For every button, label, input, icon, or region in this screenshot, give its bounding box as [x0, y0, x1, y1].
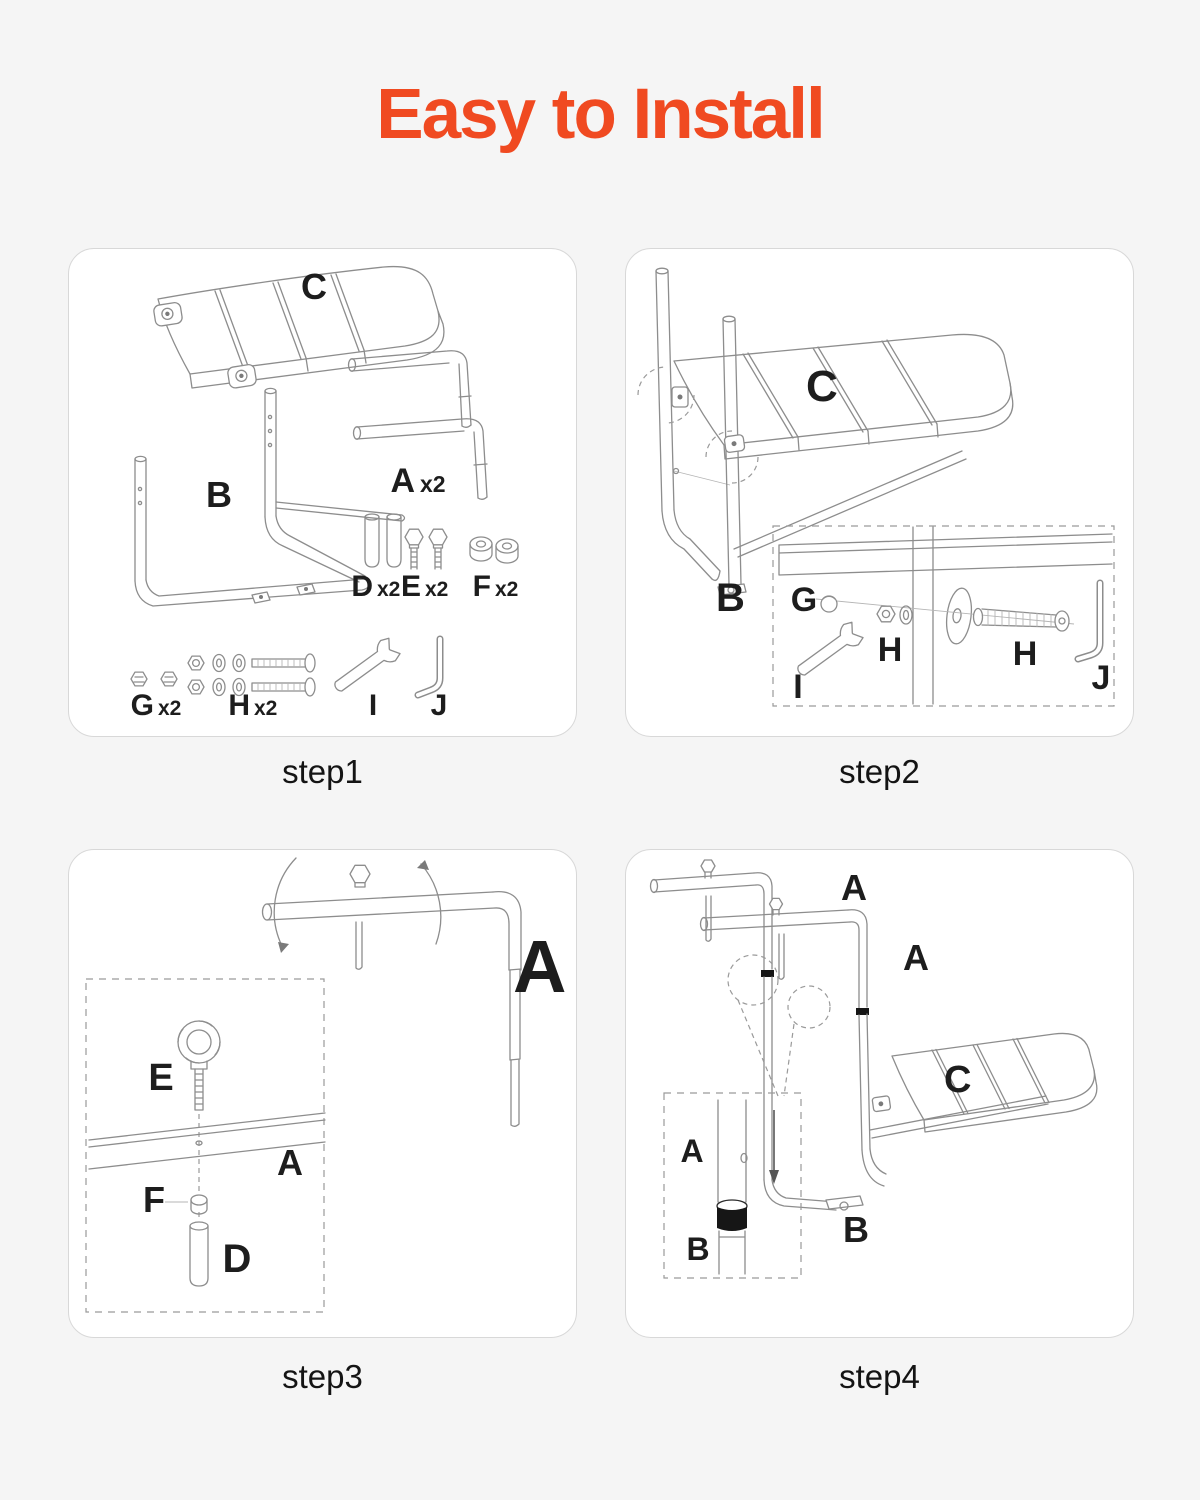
- part-label-d: D: [351, 570, 373, 603]
- connector-inset: A B: [663, 1092, 802, 1279]
- knob-e-drawing: [404, 528, 448, 570]
- step2-panel: C B G I H H J: [625, 248, 1134, 737]
- step1-caption: step1: [282, 753, 363, 790]
- page-title: Easy to Install: [376, 75, 825, 154]
- part-label-f-qty: x2: [495, 578, 518, 601]
- part-label-i: I: [793, 668, 802, 706]
- part-label-c: C: [806, 362, 838, 411]
- part-label-g: G: [791, 581, 817, 619]
- part-label-a2: A: [903, 937, 929, 978]
- step1-illustration: C B A x2 D x2 E x2: [130, 265, 519, 722]
- wrench-icon: [334, 637, 401, 692]
- part-label-e: E: [148, 1057, 173, 1099]
- part-label-f: F: [143, 1179, 165, 1220]
- part-label-g-qty: x2: [158, 697, 181, 720]
- allen-key-icon: [414, 635, 444, 699]
- focus-circles: [727, 954, 831, 1097]
- part-label-e-qty: x2: [425, 578, 448, 601]
- bracket-a2-drawing: [699, 897, 871, 1151]
- tabletop-drawing: [891, 1032, 1098, 1133]
- frame-drawing: [134, 387, 406, 607]
- bracket-arm-drawing: [261, 857, 522, 1127]
- part-label-a-inset: A: [680, 1133, 703, 1169]
- part-label-b-inset: B: [686, 1231, 709, 1267]
- step2-illustration: C B G I H H J: [637, 267, 1115, 707]
- part-label-h1: H: [878, 631, 903, 669]
- bolt-h-drawing: [187, 653, 316, 697]
- part-label-g: G: [131, 689, 154, 722]
- part-label-a: A: [390, 462, 415, 500]
- part-label-b: B: [716, 576, 745, 620]
- part-label-a-main: A: [513, 925, 566, 1008]
- ring-f-drawing: [469, 536, 519, 564]
- part-label-h: H: [228, 689, 250, 722]
- part-label-h2: H: [1013, 635, 1038, 673]
- part-label-d-qty: x2: [377, 578, 400, 601]
- part-label-b: B: [206, 474, 232, 515]
- bracket-a1-drawing: [649, 859, 774, 1181]
- part-label-a: A: [277, 1142, 303, 1183]
- part-label-i: I: [369, 689, 377, 722]
- support-brace-drawing: [672, 450, 967, 558]
- step3-illustration: A E A F D: [85, 857, 566, 1313]
- part-label-e: E: [401, 570, 421, 603]
- tabletop-drawing: [673, 333, 1014, 460]
- allen-key-icon: [1074, 579, 1104, 663]
- step3-panel: A E A F D: [68, 849, 577, 1338]
- step4-panel: A A C B A B: [625, 849, 1134, 1338]
- nut-g-drawing: [130, 671, 178, 687]
- rail-drawing: [637, 267, 759, 596]
- part-label-j: J: [1092, 659, 1111, 697]
- part-label-j: J: [431, 689, 448, 722]
- part-label-c: C: [944, 1059, 971, 1101]
- exploded-inset: E A F D: [85, 978, 326, 1313]
- step2-caption: step2: [839, 753, 920, 790]
- step1-panel: C B A x2 D x2 E x2: [68, 248, 577, 737]
- part-label-h-qty: x2: [254, 697, 277, 720]
- bracket-drawing: [347, 350, 488, 500]
- frame-bottom-drawing: [763, 1095, 1049, 1211]
- part-label-d: D: [223, 1237, 252, 1281]
- part-label-f: F: [473, 570, 491, 603]
- step4-illustration: A A C B A B: [649, 859, 1098, 1279]
- knob-e-drawing: [177, 1020, 221, 1111]
- wrench-icon: [797, 621, 864, 676]
- tabletop-drawing: [153, 265, 445, 389]
- pin-d-drawing: [364, 513, 402, 568]
- step4-caption: step4: [839, 1358, 920, 1395]
- detail-inset: G I H H J: [772, 525, 1115, 707]
- part-label-c: C: [301, 266, 327, 307]
- part-label-b: B: [843, 1209, 869, 1250]
- step3-caption: step3: [282, 1358, 363, 1395]
- part-label-a1: A: [841, 867, 867, 908]
- part-label-a-qty: x2: [420, 471, 446, 497]
